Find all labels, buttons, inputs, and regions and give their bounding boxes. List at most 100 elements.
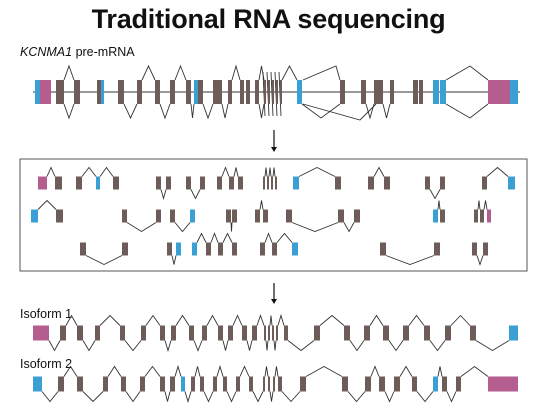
exon: [314, 325, 320, 341]
isoform-junction: [256, 314, 265, 326]
exon: [60, 325, 66, 341]
exon: [103, 376, 108, 392]
splice-arc-below: [302, 103, 377, 121]
read: [425, 176, 445, 200]
splice-arc-below: [365, 103, 375, 120]
premrna-label: KCNMA1 pre-mRNA: [20, 45, 135, 59]
variable-exon: [31, 209, 38, 223]
read-junction: [272, 167, 276, 177]
exon: [191, 376, 195, 392]
isoform-junction: [222, 340, 229, 351]
splice-arc-below: [221, 103, 229, 119]
isoform-junction: [41, 391, 59, 403]
read-junction: [210, 232, 219, 243]
variable-exon: [33, 376, 42, 392]
exon: [268, 376, 270, 392]
exon: [95, 325, 100, 341]
variable-exon: [96, 176, 100, 190]
variable-exon: [101, 80, 104, 104]
read: [186, 176, 205, 200]
read-junction: [437, 200, 441, 210]
exon: [74, 80, 80, 104]
exon: [394, 376, 400, 392]
read: [286, 209, 360, 233]
exon: [156, 176, 161, 190]
exon: [483, 242, 488, 256]
exon: [263, 376, 265, 392]
isoform-junction: [429, 340, 446, 352]
isoform-junction: [273, 340, 277, 351]
read-junction: [477, 200, 481, 210]
exon: [249, 376, 253, 392]
isoform-junction: [145, 314, 161, 326]
isoform-junction: [475, 340, 510, 352]
page-title: Traditional RNA sequencing: [91, 4, 446, 34]
splice-arc-below: [123, 103, 138, 120]
exon: [186, 80, 191, 104]
exon: [122, 209, 127, 223]
splice-arc-below: [190, 103, 195, 119]
premrna-track: [33, 64, 520, 121]
exon: [280, 80, 282, 104]
isoform-junction: [164, 391, 171, 402]
reads-box: [19, 158, 528, 272]
isoform-junction: [388, 340, 404, 352]
exon: [232, 209, 237, 223]
isoform-junction: [193, 340, 203, 352]
exon: [238, 176, 243, 190]
exon: [368, 176, 374, 190]
isoform-junction: [226, 391, 237, 403]
isoform-junction: [347, 391, 366, 403]
isoform-junction: [269, 391, 274, 402]
exon: [272, 80, 274, 104]
isoform-junction: [460, 365, 489, 377]
exon: [445, 325, 451, 341]
isoform-2-label: Isoform 2: [20, 357, 73, 371]
exon: [268, 325, 270, 341]
exon: [200, 376, 204, 392]
splice-arc-above: [445, 65, 489, 81]
read-junction: [174, 222, 191, 233]
read-junction: [264, 167, 268, 177]
variable-exon: [35, 80, 40, 104]
exon: [228, 80, 232, 104]
isoform-junction: [437, 366, 443, 377]
isoform-junction: [99, 314, 121, 326]
exon: [213, 80, 218, 104]
read-junction: [99, 166, 114, 177]
splice-arc-above: [174, 64, 187, 81]
read: [226, 209, 237, 232]
isoform-1-track: [33, 313, 518, 353]
exon: [390, 80, 394, 104]
exon: [272, 325, 274, 341]
exon: [56, 80, 64, 104]
exon: [58, 376, 64, 392]
exon: [263, 209, 268, 223]
isoform-junction: [194, 366, 201, 377]
isoform-junction: [82, 391, 104, 403]
exon: [284, 325, 288, 341]
isoform-junction: [125, 391, 141, 403]
exon: [186, 176, 191, 190]
exon: [412, 376, 417, 392]
exon: [472, 242, 477, 256]
exon: [137, 80, 142, 104]
isoform-junction: [65, 314, 78, 326]
read-junction: [171, 255, 177, 265]
isoform-junction: [264, 366, 269, 377]
exon: [236, 376, 240, 392]
exon: [156, 209, 161, 223]
gene-name: KCNMA1: [20, 45, 73, 59]
isoform-2-track: [33, 364, 518, 404]
read-junction: [46, 166, 56, 177]
exon: [160, 325, 165, 341]
read-junction: [230, 222, 233, 232]
exon: [263, 176, 265, 190]
exon: [206, 242, 211, 256]
read-junction: [276, 232, 293, 243]
exon: [440, 176, 445, 190]
exon: [383, 325, 389, 341]
isoform-junction: [281, 391, 301, 403]
read-junction: [373, 166, 385, 177]
